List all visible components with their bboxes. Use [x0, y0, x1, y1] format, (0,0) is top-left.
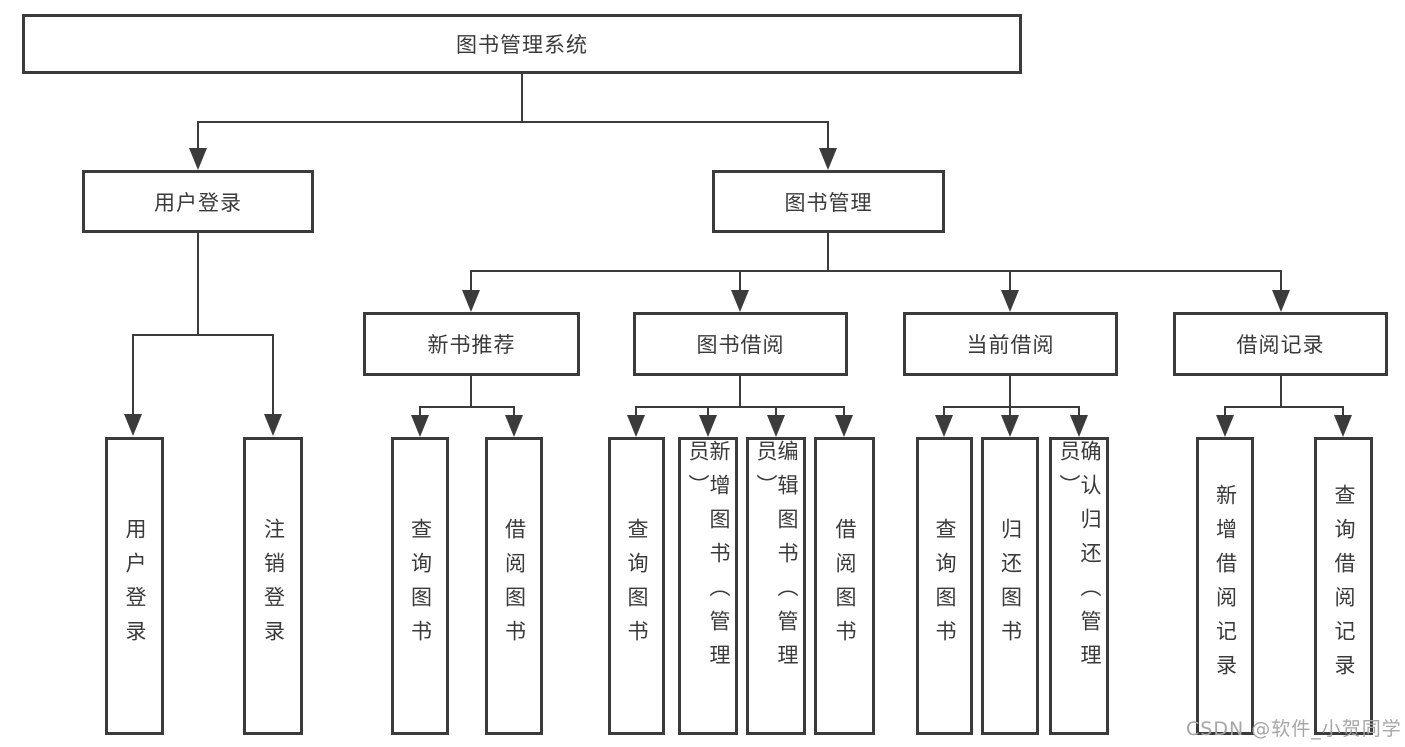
connector-line	[132, 334, 134, 415]
leaf-label: 借阅图书	[833, 518, 857, 654]
csdn-watermark: CSDN @软件_小贺同学	[1186, 718, 1402, 740]
leaf-query-books-current: 查询图书	[916, 437, 973, 735]
arrowhead	[1001, 290, 1019, 312]
connector-line	[707, 406, 709, 416]
connector-line	[197, 121, 199, 149]
node-label: 用户登录	[154, 190, 242, 215]
leaf-return-book: 归还图书	[981, 437, 1039, 735]
connector-line	[470, 270, 472, 291]
leaf-label: 编辑图书（管理员）	[754, 440, 799, 678]
leaf-borrow-book-recommend: 借阅图书	[485, 437, 543, 735]
node-label: 新书推荐	[427, 333, 516, 357]
connector-line	[843, 406, 845, 416]
connector-line	[1224, 406, 1226, 416]
leaf-query-books-recommend: 查询图书	[391, 437, 449, 735]
node-current-borrowing: 当前借阅	[903, 312, 1118, 376]
connector-line	[827, 233, 829, 271]
arrowhead	[699, 415, 717, 437]
leaf-add-book-admin: 新增图书（管理员）	[678, 437, 738, 735]
arrowhead	[731, 290, 749, 312]
leaf-borrow-book: 借阅图书	[814, 437, 875, 735]
arrowhead	[264, 414, 282, 436]
connector-line	[1078, 406, 1080, 416]
connector-line	[943, 406, 1080, 408]
arrowhead	[411, 415, 429, 437]
leaf-label: 查询图书	[933, 518, 957, 654]
arrowhead	[1334, 415, 1352, 437]
connector-line	[419, 406, 421, 416]
leaf-edit-book-admin: 编辑图书（管理员）	[746, 437, 806, 735]
connector-line	[739, 270, 741, 291]
leaf-user-login: 用户登录	[105, 437, 164, 735]
leaf-label: 查询借阅记录	[1332, 484, 1356, 688]
arrowhead	[462, 290, 480, 312]
arrowhead	[124, 414, 142, 436]
node-user-login: 用户登录	[82, 170, 314, 233]
connector-line	[521, 74, 523, 122]
arrowhead	[767, 415, 785, 437]
leaf-label: 查询图书	[408, 518, 433, 654]
arrowhead	[505, 415, 523, 437]
node-new-book-recommendation: 新书推荐	[363, 312, 580, 376]
leaf-label: 新增借阅记录	[1213, 484, 1238, 688]
connector-line	[1280, 270, 1282, 291]
connector-line	[1009, 376, 1011, 407]
connector-line	[197, 233, 199, 335]
leaf-label: 用户登录	[123, 518, 147, 654]
node-label: 图书借阅	[696, 333, 785, 357]
arrowhead	[189, 148, 207, 170]
leaf-query-borrow-record: 查询借阅记录	[1314, 437, 1373, 735]
connector-line	[1009, 406, 1011, 416]
connector-line	[419, 406, 515, 408]
connector-line	[635, 406, 637, 416]
connector-line	[775, 406, 777, 416]
connector-line	[1280, 376, 1282, 407]
node-label: 借阅记录	[1236, 333, 1325, 357]
connector-line	[943, 406, 945, 416]
connector-line	[827, 121, 829, 149]
connector-line	[197, 121, 829, 123]
arrowhead	[1070, 415, 1088, 437]
arrowhead	[627, 415, 645, 437]
leaf-label: 新增图书（管理员）	[686, 440, 731, 678]
connector-line	[513, 406, 515, 416]
arrowhead	[1272, 290, 1290, 312]
connector-line	[1342, 406, 1344, 416]
node-label: 图书管理	[784, 190, 873, 215]
leaf-logout: 注销登录	[243, 437, 303, 735]
leaf-confirm-return-admin: 确认归还（管理员）	[1049, 437, 1109, 735]
connector-line	[1224, 406, 1344, 408]
arrowhead	[1216, 415, 1234, 437]
connector-line	[132, 334, 274, 336]
leaf-label: 注销登录	[261, 518, 286, 654]
node-library-management-system: 图书管理系统	[22, 14, 1022, 74]
connector-line	[272, 334, 274, 415]
connector-line	[1009, 270, 1011, 291]
node-borrowing-records: 借阅记录	[1173, 312, 1388, 376]
leaf-label: 借阅图书	[502, 518, 527, 654]
leaf-query-books-borrowing: 查询图书	[608, 437, 665, 735]
node-label: 当前借阅	[966, 333, 1055, 357]
connector-line	[635, 406, 845, 408]
node-book-borrowing: 图书借阅	[633, 312, 848, 376]
node-book-management: 图书管理	[712, 170, 945, 233]
arrowhead	[935, 415, 953, 437]
leaf-label: 查询图书	[625, 518, 649, 654]
arrowhead	[819, 148, 837, 170]
arrowhead	[835, 415, 853, 437]
leaf-label: 归还图书	[998, 518, 1023, 654]
leaf-label: 确认归还（管理员）	[1057, 440, 1102, 678]
connector-line	[470, 376, 472, 407]
connector-line	[739, 376, 741, 407]
connector-line	[470, 270, 1282, 272]
node-label: 图书管理系统	[456, 33, 588, 57]
leaf-add-borrow-record: 新增借阅记录	[1196, 437, 1254, 735]
arrowhead	[1001, 415, 1019, 437]
